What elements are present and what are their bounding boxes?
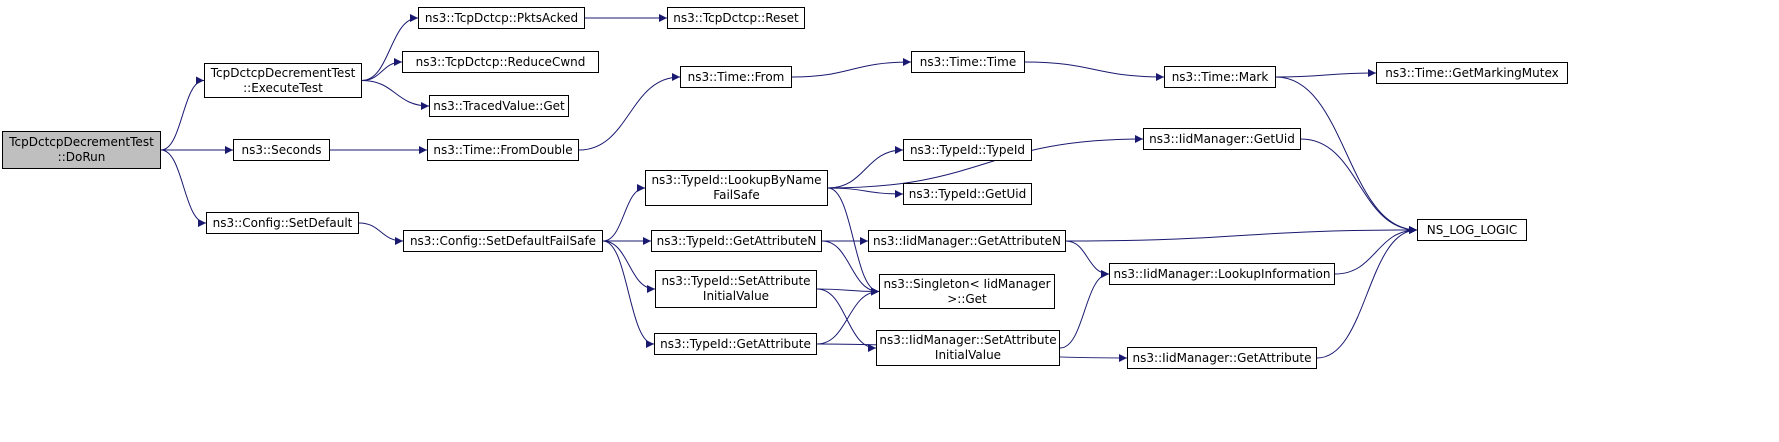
graph-node-cfg-setdefault[interactable]: ns3::Config::SetDefault [206,212,359,234]
edge-iid-setattr-to-iid-lookupinfo [1059,270,1110,349]
graph-node-reducecwnd[interactable]: ns3::TcpDctcp::ReduceCwnd [402,51,599,73]
graph-node-markingmutex[interactable]: ns3::Time::GetMarkingMutex [1376,62,1568,84]
graph-node-tid-getuid[interactable]: ns3::TypeId::GetUid [903,183,1032,205]
edge-execute-to-pktsacked [361,14,419,81]
graph-node-nslog[interactable]: NS_LOG_LOGIC [1417,219,1527,241]
graph-node-tid-typeid[interactable]: ns3::TypeId::TypeId [903,139,1032,161]
graph-node-label: ::ExecuteTest [243,80,323,95]
graph-node-label: ns3::IidManager::GetAttributeN [873,233,1061,248]
graph-node-tracedget[interactable]: ns3::TracedValue::Get [429,95,569,117]
graph-node-fromdouble[interactable]: ns3::Time::FromDouble [427,139,579,161]
edge-root-to-execute [160,76,205,151]
graph-node-singleton-get[interactable]: ns3::Singleton< IidManager >::Get [879,274,1055,309]
edge-cfg-failsafe-to-tid-setattr [602,240,656,293]
edge-timetime-to-timemark [1024,61,1165,81]
edge-cfg-failsafe-to-tid-getattr [602,240,655,348]
graph-node-label: TcpDctcpDecrementTest [210,65,356,80]
graph-node-timemark[interactable]: ns3::Time::Mark [1164,66,1276,88]
edge-lookup-failsafe-to-tid-typeid [827,146,904,189]
graph-node-label: NS_LOG_LOGIC [1426,222,1518,237]
graph-node-iid-getattrn[interactable]: ns3::IidManager::GetAttributeN [868,230,1066,252]
edge-root-to-cfg-setdefault [160,149,207,227]
graph-node-label: InitialValue [934,348,1002,362]
graph-node-label: ns3::IidManager::LookupInformation [1113,266,1331,281]
edge-cfg-setdefault-to-cfg-failsafe [358,222,404,245]
edge-tid-setattr-to-iid-setattr [816,288,877,352]
graph-node-label: ns3::TypeId::LookupByName [651,173,822,187]
graph-node-iid-lookupinfo[interactable]: ns3::IidManager::LookupInformation [1109,263,1335,285]
graph-node-label: TcpDctcpDecrementTest [9,135,154,149]
graph-node-timefrom[interactable]: ns3::Time::From [680,66,792,88]
graph-node-label: ns3::TypeId::GetAttributeN [656,233,817,248]
graph-node-iid-getuid[interactable]: ns3::IidManager::GetUid [1143,128,1301,150]
graph-node-label: ns3::IidManager::SetAttribute [879,333,1057,347]
edge-execute-to-tracedget [361,80,430,110]
graph-node-label: >::Get [947,291,987,306]
graph-node-execute[interactable]: TcpDctcpDecrementTest::ExecuteTest [204,63,362,98]
graph-node-label: ns3::Time::FromDouble [433,142,573,157]
graph-node-label: ns3::Time::From [687,69,785,84]
graph-node-tid-getattr[interactable]: ns3::TypeId::GetAttribute [654,333,817,355]
edge-iid-lookupinfo-to-nslog [1334,226,1418,275]
graph-node-label: ns3::IidManager::GetAttribute [1132,350,1312,365]
graph-node-label: ns3::Config::SetDefault [212,215,353,230]
edge-timemark-to-nslog [1275,76,1418,234]
graph-node-label: ns3::Seconds [241,142,322,157]
graph-node-tid-getattrn[interactable]: ns3::TypeId::GetAttributeN [651,230,822,252]
graph-node-label: ns3::TcpDctcp::Reset [673,10,799,25]
edge-tid-getattr-to-singleton-get [816,287,880,345]
edge-lookup-failsafe-to-singleton-get [827,187,880,296]
graph-node-label: ns3::TypeId::TypeId [909,142,1026,157]
edge-lookup-failsafe-to-tid-getuid [827,187,904,198]
edge-tid-getattrn-to-singleton-get [821,240,880,296]
graph-node-label: ns3::TypeId::GetAttribute [660,336,811,351]
graph-node-label: ns3::TypeId::SetAttribute [661,274,811,288]
graph-node-label: ns3::Time::Mark [1171,69,1269,84]
edge-timefrom-to-timetime [791,58,912,78]
graph-node-label: ns3::TracedValue::Get [433,98,565,113]
edge-iid-getattrn-to-iid-lookupinfo [1065,240,1110,278]
graph-node-label: ::DoRun [57,150,106,164]
edge-execute-to-reducecwnd [361,58,403,81]
edge-iid-getattr-to-nslog [1316,226,1418,359]
graph-node-label: ns3::IidManager::GetUid [1149,131,1295,146]
graph-node-label: ns3::TcpDctcp::ReduceCwnd [415,54,586,69]
graph-node-pktsacked[interactable]: ns3::TcpDctcp::PktsAcked [418,7,585,29]
edge-iid-getattrn-to-nslog [1065,226,1418,242]
graph-node-label: FailSafe [713,188,760,202]
graph-node-timetime[interactable]: ns3::Time::Time [911,51,1025,73]
graph-node-label: ns3::TypeId::GetUid [908,186,1027,201]
graph-node-label: InitialValue [702,289,770,303]
edge-fromdouble-to-timefrom [578,73,681,151]
graph-node-label: ns3::TcpDctcp::PktsAcked [424,10,579,25]
graph-node-iid-getattr[interactable]: ns3::IidManager::GetAttribute [1127,347,1317,369]
edge-iid-getuid-to-nslog [1300,138,1418,234]
edge-timemark-to-markingmutex [1275,69,1377,78]
graph-node-seconds[interactable]: ns3::Seconds [233,139,330,161]
graph-node-label: ns3::Time::GetMarkingMutex [1385,65,1559,80]
graph-node-cfg-failsafe[interactable]: ns3::Config::SetDefaultFailSafe [403,230,603,252]
edge-cfg-failsafe-to-lookup-failsafe [602,184,646,242]
graph-node-label: ns3::Time::Time [919,54,1017,69]
graph-node-label: ns3::Config::SetDefaultFailSafe [409,233,597,248]
graph-node-label: ns3::Singleton< IidManager [883,276,1051,291]
graph-node-reset[interactable]: ns3::TcpDctcp::Reset [667,7,805,29]
graph-node-root: TcpDctcpDecrementTest::DoRun [2,131,161,169]
edge-lookup-failsafe-to-iid-getuid [827,135,1144,189]
